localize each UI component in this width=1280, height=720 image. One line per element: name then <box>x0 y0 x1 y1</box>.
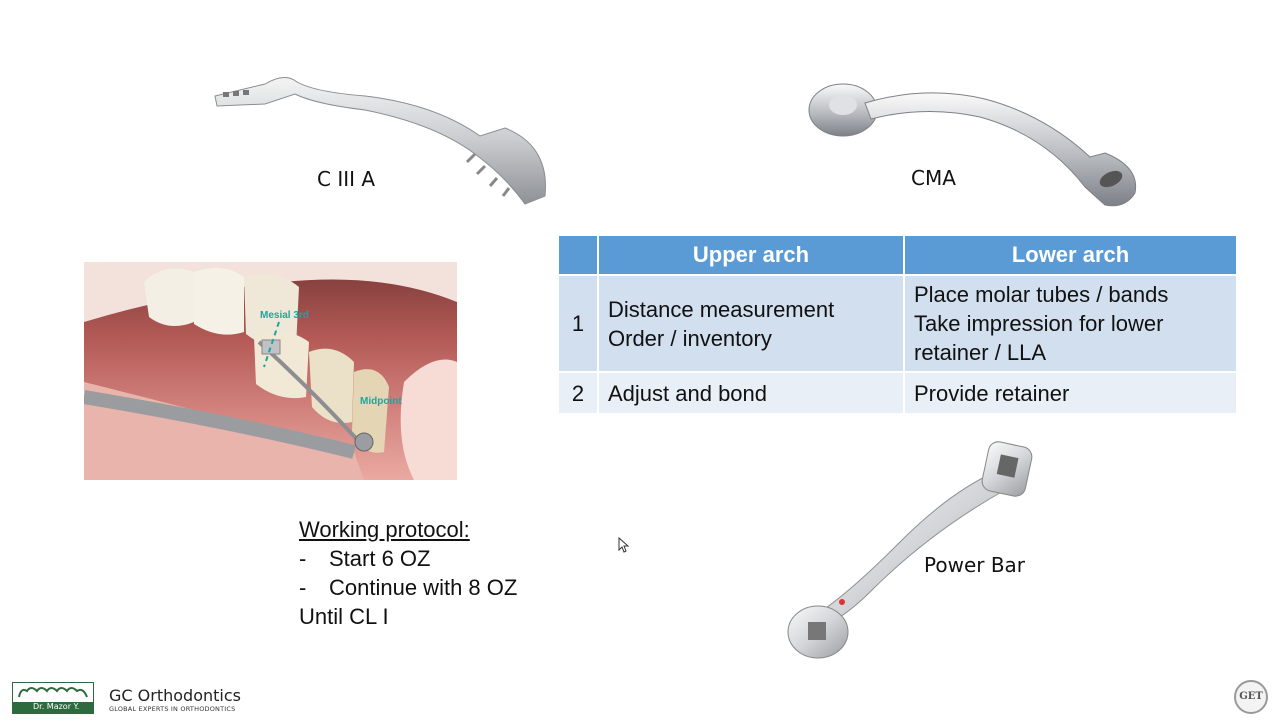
cell-line: retainer / LLA <box>914 340 1047 365</box>
cell-line: Order / inventory <box>608 325 772 351</box>
cma-appliance-image <box>808 83 1137 207</box>
power-bar-appliance-image <box>787 441 1033 659</box>
power-bar-caption: Power Bar <box>924 553 1026 577</box>
cma-caption: CMA <box>911 166 956 190</box>
protocol-item-text: Start 6 OZ <box>329 546 431 571</box>
cell-line: Adjust and bond <box>608 380 768 406</box>
treatment-plan-table: Upper arch Lower arch 1 Distance measure… <box>559 236 1238 415</box>
get-badge: GET <box>1234 680 1268 714</box>
logo-text: Dr. Mazor Y. <box>33 702 80 711</box>
brand-tagline: GLOBAL EXPERTS IN ORTHODONTICS <box>109 705 236 713</box>
protocol-item: - Continue with 8 OZ <box>299 573 517 602</box>
bullet-dash: - <box>299 575 307 600</box>
protocol-item: - Start 6 OZ <box>299 544 517 573</box>
cell-line: Provide retainer <box>914 380 1070 406</box>
header-num <box>559 236 599 276</box>
table-header-row: Upper arch Lower arch <box>559 236 1238 276</box>
teeth-icon <box>18 687 88 698</box>
gc-orthodontics-brand: GC Orthodontics GLOBAL EXPERTS IN ORTHOD… <box>109 686 241 713</box>
table-row: 1 Distance measurement Order / inventory… <box>559 276 1238 373</box>
protocol-heading: Working protocol: <box>299 517 470 542</box>
lower-cell: Provide retainer <box>905 373 1238 415</box>
c3a-appliance-image <box>214 77 546 205</box>
header-upper-arch: Upper arch <box>599 236 905 276</box>
cell-line: Take impression for lower <box>914 311 1164 336</box>
working-protocol: Working protocol: - Start 6 OZ - Continu… <box>299 515 517 631</box>
upper-cell: Adjust and bond <box>599 373 905 415</box>
bullet-dash: - <box>299 546 307 571</box>
c3a-caption: C III A <box>317 167 376 191</box>
row-number: 2 <box>559 373 599 415</box>
row-number: 1 <box>559 276 599 373</box>
clinical-photo: Mesial 3rd Midpoint <box>84 262 457 480</box>
midpoint-label: Midpoint <box>360 396 402 407</box>
dr-mazor-logo: Dr. Mazor Y. <box>12 682 94 714</box>
table-row: 2 Adjust and bond Provide retainer <box>559 373 1238 415</box>
mesial-label: Mesial 3rd <box>260 310 309 321</box>
lower-cell: Place molar tubes / bands Take impressio… <box>905 276 1238 373</box>
protocol-item-text: Continue with 8 OZ <box>329 575 518 600</box>
header-lower-arch: Lower arch <box>905 236 1238 276</box>
brand-name: GC Orthodontics <box>109 686 241 705</box>
upper-cell: Distance measurement Order / inventory <box>599 276 905 373</box>
cell-line: Distance measurement <box>608 296 835 322</box>
mouse-cursor-icon <box>618 537 630 553</box>
cell-line: Place molar tubes / bands <box>914 282 1169 307</box>
protocol-footer: Until CL I <box>299 604 389 629</box>
